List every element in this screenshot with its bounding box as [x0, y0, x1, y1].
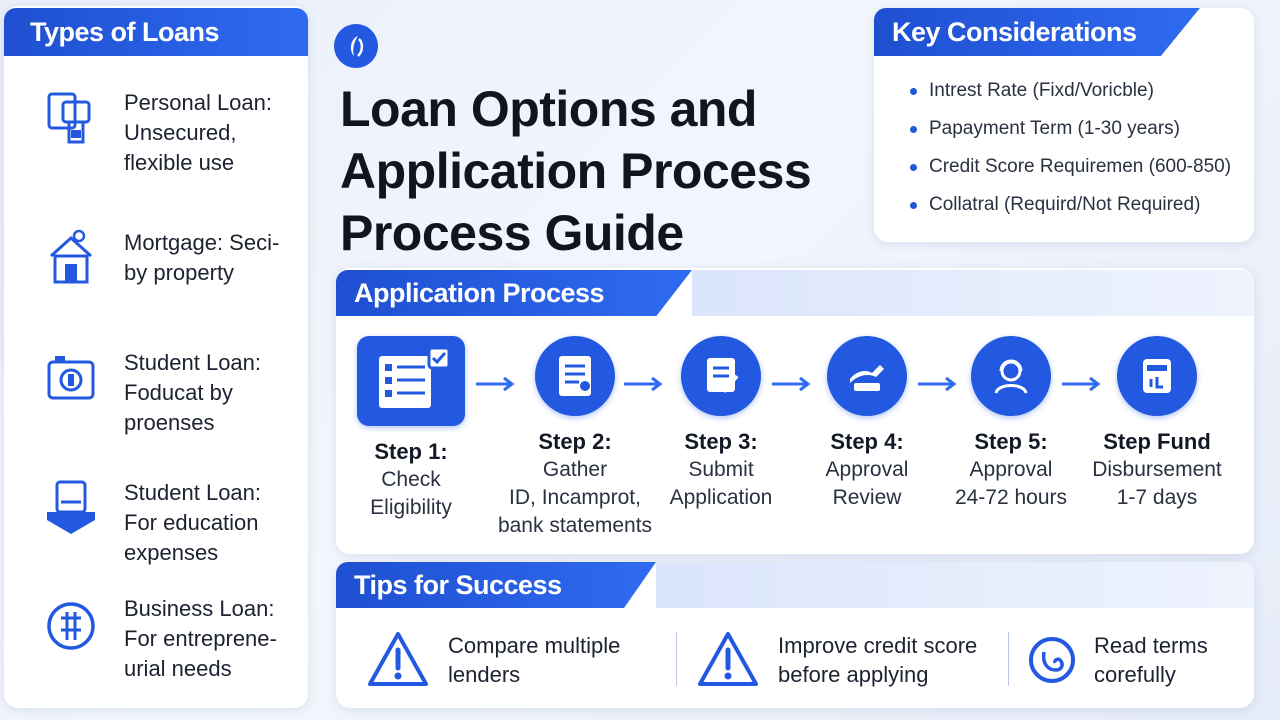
application-process-header-bar — [692, 270, 1254, 316]
list-item: Intrest Rate (Fixd/Voricble) — [910, 72, 1250, 110]
step-2: Step 2: Gather ID, Incamprot, bank state… — [490, 336, 660, 540]
camera-icon — [40, 348, 102, 410]
list-item: Credit Score Requiremen (600-850) — [910, 148, 1250, 186]
types-of-loans-panel — [4, 6, 308, 708]
types-of-loans-heading: Types of Loans — [4, 8, 308, 56]
list-item: Collatral (Requird/Not Required) — [910, 186, 1250, 224]
step-5: Step 5: Approval 24-72 hours — [926, 336, 1096, 512]
key-considerations-heading: Key Considerations — [874, 8, 1200, 56]
personal-loan-icon — [40, 88, 102, 150]
approval-icon — [971, 336, 1051, 416]
list-item: Papayment Term (1-30 years) — [910, 110, 1250, 148]
loan-item-text: Business Loan: For entreprene- urial nee… — [124, 596, 277, 681]
loan-item-student-2: Student Loan: For education expenses — [40, 478, 310, 568]
loan-item-text: Mortgage: Seci- by property — [124, 230, 280, 285]
loan-item-mortgage: Mortgage: Seci- by property — [40, 228, 310, 290]
tip-text: Compare multiple lenders — [448, 633, 621, 687]
loan-item-student-1: Student Loan: Foducat by proenses — [40, 348, 310, 438]
page-title: Loan Options and Application Process Pro… — [340, 81, 812, 261]
key-considerations-list: Intrest Rate (Fixd/Voricble) Papayment T… — [910, 72, 1250, 224]
business-icon — [40, 594, 102, 656]
step-title: Step 4: — [830, 429, 904, 454]
tip-item-2: Improve credit score before applying — [696, 626, 977, 694]
step-description: Check Eligibility — [370, 468, 452, 519]
loan-item-text: Personal Loan: Unsecured, flexible use — [124, 90, 272, 175]
divider — [1008, 632, 1009, 686]
step-title: Step Fund — [1103, 429, 1211, 454]
arrow-right-icon — [772, 376, 811, 392]
bullet-icon — [910, 201, 917, 209]
step-description: Approval 24-72 hours — [954, 458, 1068, 509]
tips-heading: Tips for Success — [336, 562, 656, 608]
tips-header-bar — [656, 562, 1254, 608]
bullet-icon — [910, 87, 917, 95]
arrow-right-icon — [1062, 376, 1101, 392]
bullet-icon — [910, 125, 917, 133]
step-6: Step Fund Disbursement 1-7 days — [1072, 336, 1242, 512]
step-title: Step 5: — [974, 429, 1048, 454]
bullet-icon — [910, 163, 917, 171]
step-description: Approval Review — [825, 458, 909, 509]
step-title: Step 1: — [374, 439, 448, 464]
tip-text: Read terms corefully — [1094, 633, 1208, 687]
house-icon — [40, 228, 102, 290]
logo-icon — [334, 24, 378, 68]
step-title: Step 3: — [684, 429, 758, 454]
warning-icon — [698, 632, 758, 686]
arrow-right-icon — [918, 376, 957, 392]
loan-item-personal: Personal Loan: Unsecured, flexible use — [40, 88, 310, 178]
warning-icon — [368, 632, 428, 686]
step-description: Disbursement 1-7 days — [1092, 458, 1222, 509]
submit-form-icon — [681, 336, 761, 416]
step-4: Step 4: Approval Review — [782, 336, 952, 512]
document-icon — [535, 336, 615, 416]
step-1: Step 1: Check Eligibility — [326, 336, 496, 522]
tip-item-1: Compare multiple lenders — [366, 626, 620, 694]
loan-item-business: Business Loan: For entreprene- urial nee… — [40, 594, 310, 684]
step-description: Submit Application — [669, 458, 773, 509]
step-title: Step 2: — [538, 429, 612, 454]
loan-item-text: Student Loan: Foducat by proenses — [124, 350, 262, 435]
application-process-heading: Application Process — [336, 270, 692, 316]
disbursement-icon — [1117, 336, 1197, 416]
tip-text: Improve credit score before applying — [778, 633, 978, 687]
checklist-icon — [357, 336, 465, 426]
arrow-right-icon — [476, 376, 515, 392]
loan-item-text: Student Loan: For education expenses — [124, 480, 262, 565]
tip-item-3: Read terms corefully — [1028, 626, 1208, 694]
step-3: Step 3: Submit Application — [636, 336, 806, 512]
step-description: Gather ID, Incamprot, bank statements — [497, 458, 653, 537]
graduation-icon — [40, 478, 102, 540]
review-icon — [827, 336, 907, 416]
divider — [676, 632, 677, 686]
reading-icon — [1029, 637, 1075, 683]
arrow-right-icon — [624, 376, 663, 392]
